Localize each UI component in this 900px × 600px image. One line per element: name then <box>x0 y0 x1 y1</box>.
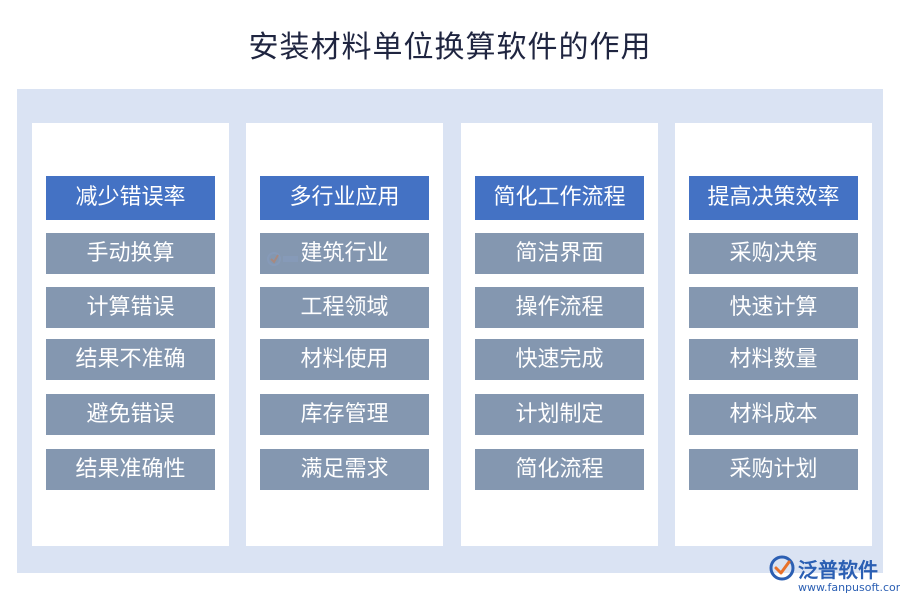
brand-logo-icon <box>769 555 795 581</box>
column-item: 快速完成 <box>475 339 644 380</box>
column-item: 简化流程 <box>475 449 644 490</box>
watermark-logo-icon <box>267 252 298 266</box>
column-header: 简化工作流程 <box>475 176 644 220</box>
column-reduce-error: 减少错误率 手动换算 计算错误 结果不准确 避免错误 结果准确性 <box>32 123 229 546</box>
column-item: 操作流程 <box>475 287 644 328</box>
column-item: 计算错误 <box>46 287 215 328</box>
column-header: 提高决策效率 <box>689 176 858 220</box>
column-item: 工程领域 <box>260 287 429 328</box>
column-item: 库存管理 <box>260 394 429 435</box>
column-item: 材料成本 <box>689 394 858 435</box>
column-item: 满足需求 <box>260 449 429 490</box>
column-item: 手动换算 <box>46 233 215 274</box>
column-decision-efficiency: 提高决策效率 采购决策 快速计算 材料数量 材料成本 采购计划 <box>675 123 872 546</box>
column-header: 减少错误率 <box>46 176 215 220</box>
column-item: 结果准确性 <box>46 449 215 490</box>
column-item: 采购决策 <box>689 233 858 274</box>
column-item: 计划制定 <box>475 394 644 435</box>
brand-url: www.fanpusoft.com <box>798 581 900 594</box>
page-title: 安装材料单位换算软件的作用 <box>248 30 652 65</box>
column-multi-industry: 多行业应用 建筑行业 工程领域 材料使用 库存管理 满足需求 <box>246 123 443 546</box>
column-simplify-workflow: 简化工作流程 简洁界面 操作流程 快速完成 计划制定 简化流程 <box>461 123 658 546</box>
column-item: 材料数量 <box>689 339 858 380</box>
column-item: 避免错误 <box>46 394 215 435</box>
column-item: 简洁界面 <box>475 233 644 274</box>
column-item: 建筑行业 <box>260 233 429 274</box>
column-item: 材料使用 <box>260 339 429 380</box>
column-header: 多行业应用 <box>260 176 429 220</box>
column-item: 结果不准确 <box>46 339 215 380</box>
brand-name: 泛普软件 <box>798 558 878 582</box>
column-item: 快速计算 <box>689 287 858 328</box>
column-item: 采购计划 <box>689 449 858 490</box>
brand-logo: 泛普软件 www.fanpusoft.com <box>768 552 900 598</box>
